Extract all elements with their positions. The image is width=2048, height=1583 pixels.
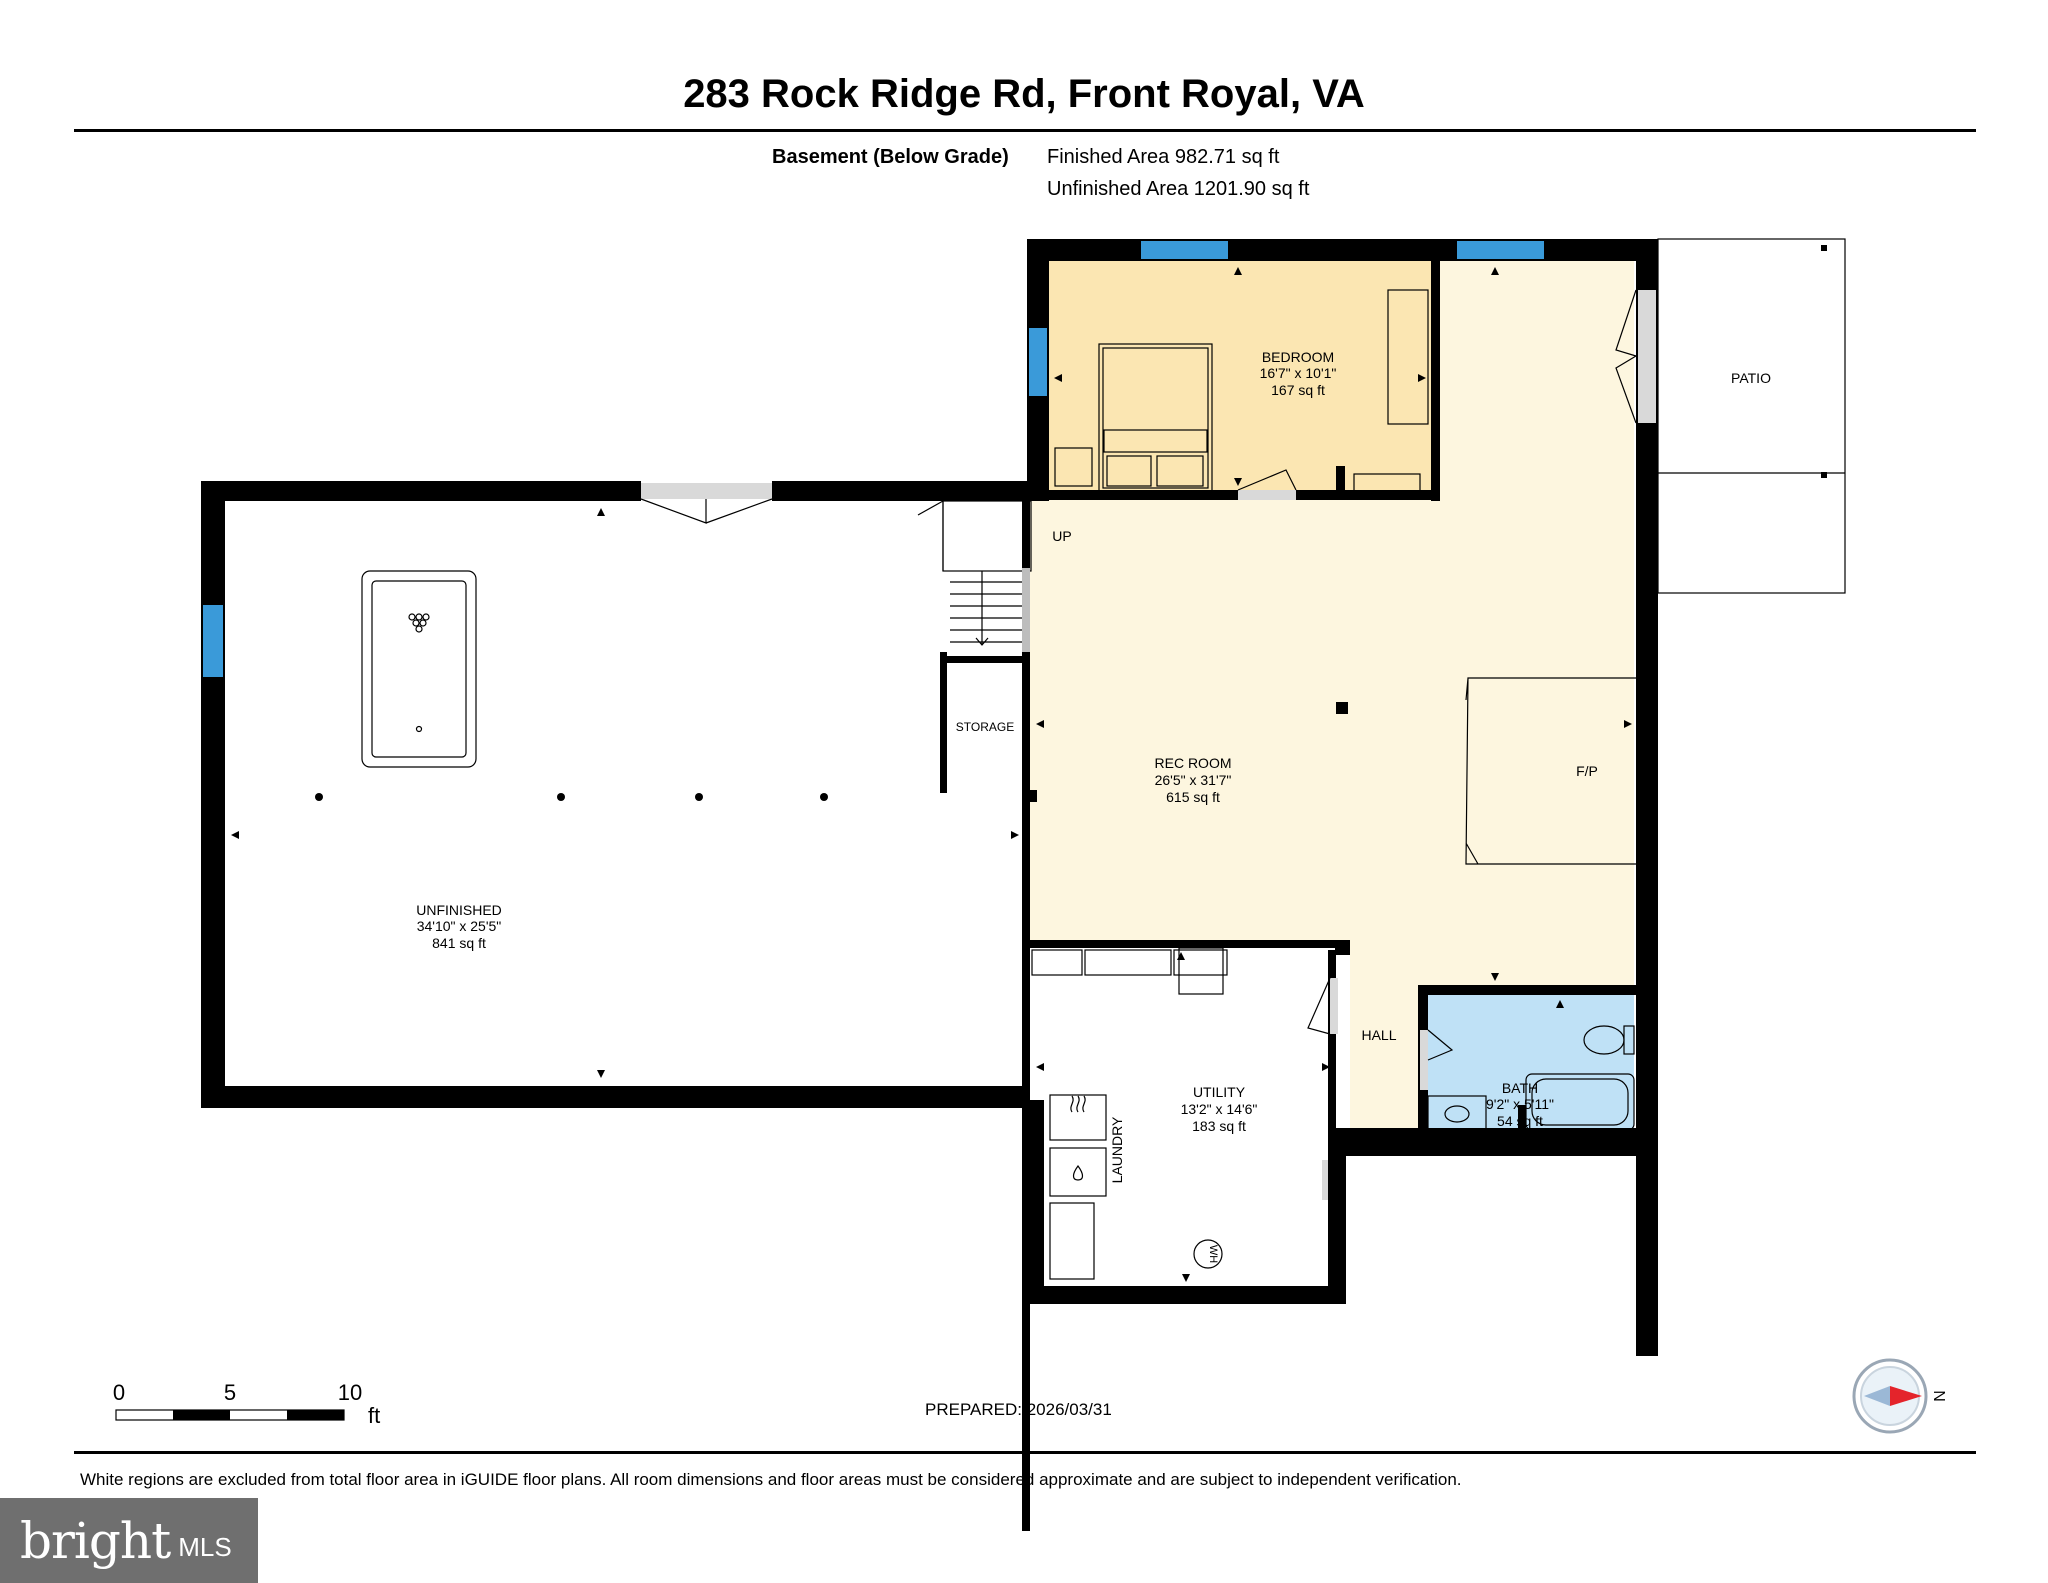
logo-suffix: MLS bbox=[178, 1532, 232, 1562]
bedroom-door bbox=[1237, 469, 1297, 500]
windows bbox=[203, 241, 1544, 677]
storage-name: STORAGE bbox=[956, 720, 1014, 734]
bedroom-fill bbox=[1047, 261, 1434, 498]
compass-icon bbox=[1852, 1358, 1928, 1434]
level-label: Basement (Below Grade) bbox=[772, 146, 1009, 168]
bedroom-dims: 16'7" x 10'1" bbox=[1260, 365, 1337, 381]
unfinished-area: 841 sq ft bbox=[432, 935, 486, 951]
fireplace-outline bbox=[1465, 677, 1636, 865]
utility-dims: 13'2" x 14'6" bbox=[1181, 1101, 1258, 1117]
fireplace-label: F/P bbox=[1576, 763, 1598, 779]
scale-bar bbox=[115, 1409, 345, 1421]
rec-room-area: 615 sq ft bbox=[1166, 789, 1220, 805]
utility-cabinets bbox=[1031, 947, 1228, 1280]
logo-brand: bright bbox=[20, 1511, 171, 1570]
utility-area: 183 sq ft bbox=[1192, 1118, 1246, 1134]
footer-rule bbox=[74, 1451, 1976, 1454]
bedroom-name: BEDROOM bbox=[1262, 349, 1334, 365]
bath-name: BATH bbox=[1502, 1080, 1538, 1096]
pool-table bbox=[361, 570, 477, 768]
bath-area: 54 sq ft bbox=[1497, 1113, 1543, 1129]
bath-door bbox=[1420, 1029, 1454, 1090]
patio-post bbox=[1821, 245, 1827, 251]
rec-room-dims: 26'5" x 31'7" bbox=[1155, 772, 1232, 788]
bath-dims: 9'2" x 5'11" bbox=[1486, 1096, 1554, 1112]
bedroom-furniture bbox=[1054, 289, 1429, 493]
bright-mls-logo: bright MLS bbox=[0, 1498, 258, 1583]
patio-door bbox=[1615, 289, 1656, 424]
stairs-up-label: UP bbox=[1052, 528, 1071, 544]
scale-tick-10: 10 bbox=[338, 1380, 362, 1405]
water-heater-label: WH bbox=[1207, 1245, 1219, 1263]
title-rule bbox=[74, 129, 1976, 132]
support-posts bbox=[315, 793, 828, 801]
bedroom-area: 167 sq ft bbox=[1271, 382, 1325, 398]
unfinished-double-door bbox=[640, 483, 773, 524]
rec-room-fill-main bbox=[1030, 498, 1634, 943]
hall-name: HALL bbox=[1361, 1027, 1396, 1043]
patio-outline bbox=[1657, 238, 1846, 594]
disclaimer: White regions are excluded from total fl… bbox=[80, 1470, 1462, 1489]
stair-rail bbox=[1022, 568, 1030, 652]
stairs bbox=[917, 499, 1032, 646]
patio-name: PATIO bbox=[1731, 370, 1771, 386]
scale-tick-5: 5 bbox=[224, 1380, 236, 1405]
dimension-arrows bbox=[231, 267, 1632, 1282]
unfinished-name: UNFINISHED bbox=[416, 902, 502, 918]
rec-room-name: REC ROOM bbox=[1155, 755, 1232, 771]
scale-tick-0: 0 bbox=[113, 1380, 125, 1405]
laundry-label: LAUNDRY bbox=[1109, 1116, 1125, 1183]
compass-label: N bbox=[1930, 1390, 1947, 1402]
utility-name: UTILITY bbox=[1193, 1084, 1246, 1100]
patio-post bbox=[1821, 472, 1827, 478]
unfinished-dims: 34'10" x 25'5" bbox=[417, 918, 502, 934]
utility-door bbox=[1307, 977, 1338, 1035]
prepared-date: PREPARED: 2026/03/31 bbox=[925, 1400, 1112, 1419]
page-title: 283 Rock Ridge Rd, Front Royal, VA bbox=[683, 72, 1365, 116]
scale-unit: ft bbox=[368, 1403, 380, 1428]
bath-fixtures bbox=[1427, 1025, 1635, 1131]
bath-fill bbox=[1428, 995, 1634, 1130]
unfinished-area: Unfinished Area 1201.90 sq ft bbox=[1047, 178, 1310, 200]
utility-side-door bbox=[1322, 1160, 1328, 1200]
finished-area: Finished Area 982.71 sq ft bbox=[1047, 146, 1280, 168]
